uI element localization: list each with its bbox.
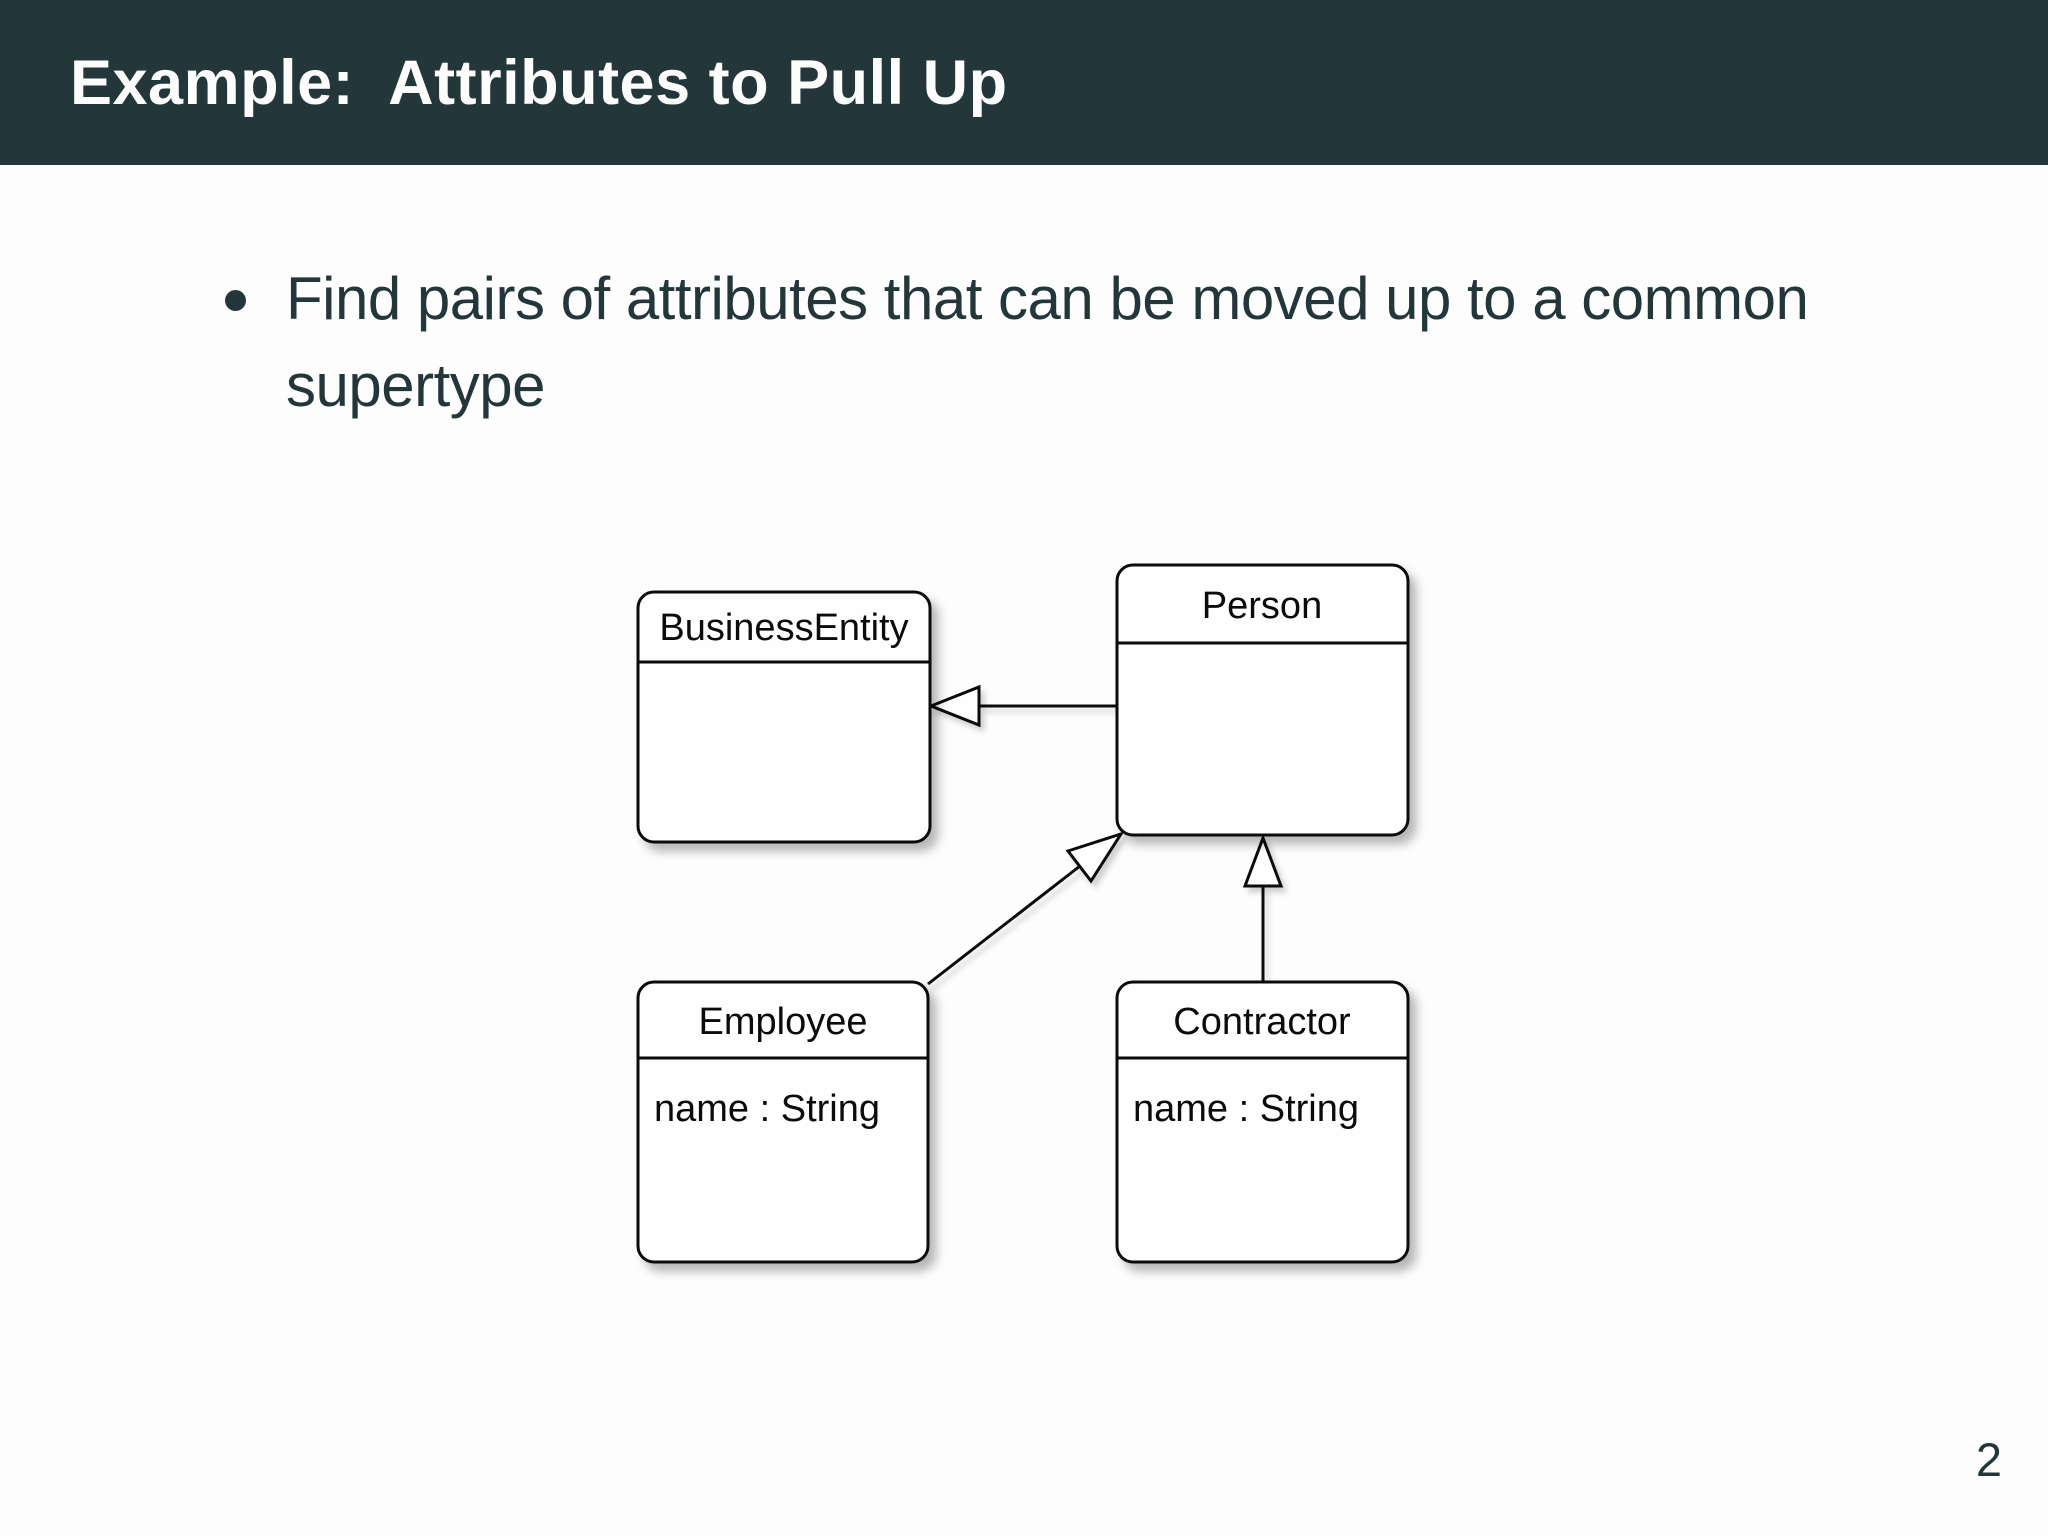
page-title-rest: Attributes to Pull Up — [388, 47, 1008, 118]
page-title: Example: Attributes to Pull Up — [70, 47, 1008, 119]
bullet-icon — [225, 290, 246, 311]
page-number: 2 — [1975, 1433, 2002, 1486]
page-title-prefix: Example: — [70, 47, 355, 118]
class-name: Contractor — [1173, 1001, 1351, 1043]
bullet-item: Find pairs of attributes that can be mov… — [225, 255, 1925, 429]
generalization-arrow-person-to-businessentity — [926, 684, 1117, 728]
class-attribute: name : String — [654, 1088, 880, 1130]
generalization-arrow-contractor-to-person — [1242, 833, 1284, 982]
generalization-arrow-employee-to-person — [927, 831, 1125, 986]
bullet-text: Find pairs of attributes that can be mov… — [286, 265, 1809, 419]
class-box-employee: Employee name : String — [636, 980, 930, 1264]
class-name: Person — [1202, 585, 1322, 627]
class-box-person: Person — [1115, 563, 1410, 837]
class-box-contractor: Contractor name : String — [1115, 980, 1410, 1264]
class-name: Employee — [699, 1001, 868, 1043]
hollow-triangle-arrowhead-icon — [926, 684, 981, 728]
class-name: BusinessEntity — [659, 607, 908, 649]
slide-header: Example: Attributes to Pull Up — [0, 0, 2048, 165]
hollow-triangle-arrowhead-icon — [1065, 831, 1125, 884]
class-box-businessentity: BusinessEntity — [636, 590, 932, 844]
class-attribute: name : String — [1133, 1088, 1359, 1130]
hollow-triangle-arrowhead-icon — [1242, 833, 1284, 888]
